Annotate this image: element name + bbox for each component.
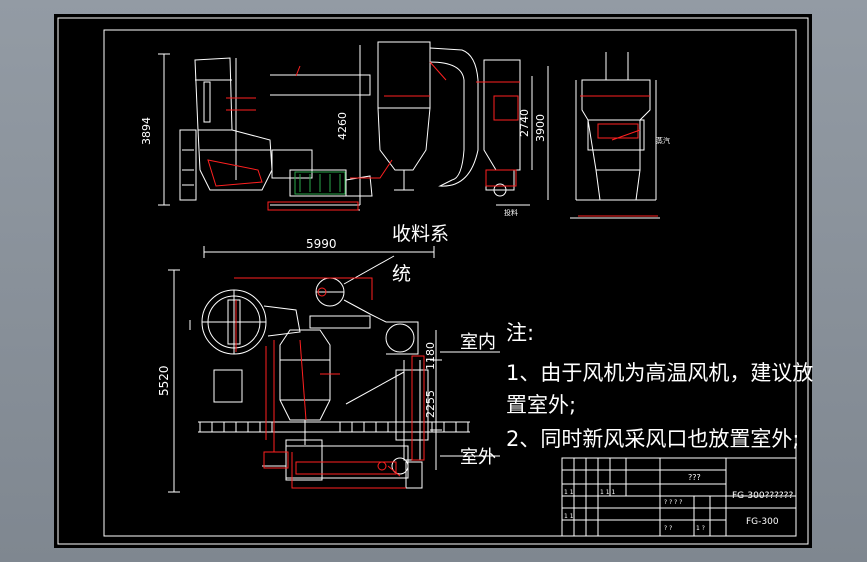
dim-elev-height-mid: 4260	[336, 112, 349, 140]
dim-plan-height: 5520	[157, 365, 171, 396]
outer-frame	[57, 17, 809, 545]
label-indoor: 室内	[460, 332, 496, 353]
title-cell-c: ? ? ? ?	[664, 499, 682, 506]
elevation-red-markings	[207, 61, 658, 217]
label-outdoor: 室外	[460, 447, 496, 468]
dim-elev-h2: 3900	[534, 114, 547, 142]
elev-side-label: 蒸汽	[656, 136, 670, 145]
notes-line2: 2、同时新风采风口也放置室外;	[506, 427, 799, 451]
wall-hatch	[199, 422, 469, 432]
notes-line1b: 置室外;	[506, 393, 576, 417]
title-cell-a: 1 1	[564, 489, 574, 496]
title-cell-b: 1 1 1	[600, 489, 615, 496]
title-unknown: ???	[688, 473, 701, 482]
title-cell-e: ? ?	[664, 525, 672, 532]
dim-elev-height-left: 3894	[140, 117, 153, 145]
title-cell-f: 1 ?	[696, 525, 705, 532]
drawing-sheet	[54, 14, 812, 548]
inner-frame	[103, 29, 797, 537]
label-collect-line1: 收料系	[392, 223, 449, 245]
elev-bottom-label: 投料	[504, 208, 518, 217]
label-collect-line2: 统	[392, 263, 411, 285]
notes-heading: 注:	[506, 321, 534, 345]
plan-red-markings	[234, 277, 425, 489]
title-cell-d: 1 1	[564, 513, 574, 520]
dim-plan-width: 5990	[306, 237, 337, 251]
title-drawing-name: FG-300??????	[732, 491, 793, 501]
title-code: FG-300	[746, 517, 779, 527]
title-block	[561, 457, 797, 537]
plan-view	[168, 246, 500, 493]
elevation-green-hatch	[294, 171, 346, 195]
elevation-view	[158, 41, 660, 219]
notes-line1a: 1、由于风机为高温风机，建议放	[506, 361, 813, 385]
dim-elev-h1: 2740	[518, 109, 531, 137]
dim-plan-d2: 2255	[424, 390, 437, 418]
dim-plan-d1: 1180	[424, 342, 437, 370]
